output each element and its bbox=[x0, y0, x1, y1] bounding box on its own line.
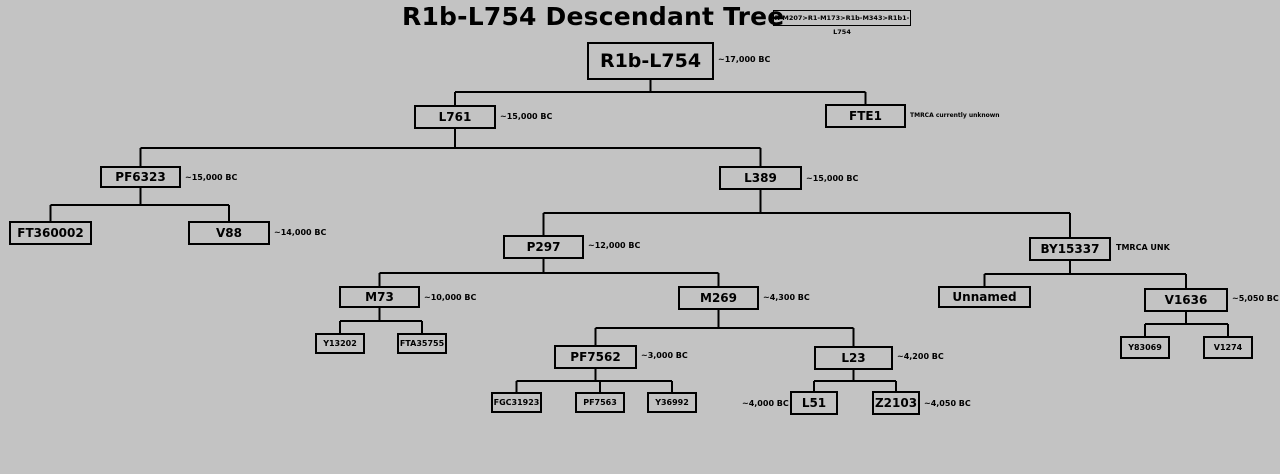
node-p297: P297 bbox=[503, 235, 584, 259]
date-note-l761: ~15,000 BC bbox=[500, 112, 553, 121]
date-note-v88: ~14,000 BC bbox=[274, 228, 327, 237]
date-note-r1b-l754: ~17,000 BC bbox=[718, 55, 771, 64]
node-unnamed: Unnamed bbox=[938, 286, 1031, 308]
date-note-p297: ~12,000 BC bbox=[588, 241, 641, 250]
date-note-fte1: TMRCA currently unknown bbox=[910, 112, 1000, 119]
node-z2103: Z2103 bbox=[872, 391, 920, 415]
node-v1636: V1636 bbox=[1144, 288, 1228, 312]
date-note-pf6323: ~15,000 BC bbox=[185, 173, 238, 182]
node-y83069: Y83069 bbox=[1120, 336, 1170, 359]
node-m269: M269 bbox=[678, 286, 759, 310]
node-r1b-l754: R1b-L754 bbox=[587, 42, 714, 80]
date-note-l23: ~4,200 BC bbox=[897, 352, 944, 361]
node-fte1: FTE1 bbox=[825, 104, 906, 128]
date-note-by15337: TMRCA UNK bbox=[1116, 243, 1170, 252]
node-y36992: Y36992 bbox=[647, 392, 697, 413]
date-note-m73: ~10,000 BC bbox=[424, 293, 477, 302]
page-title: R1b-L754 Descendant Tree bbox=[402, 2, 785, 31]
node-fta35755: FTA35755 bbox=[397, 333, 447, 354]
lineage-box: R-M207>R1-M173>R1b-M343>R1b1-L754 bbox=[773, 10, 911, 36]
node-y13202: Y13202 bbox=[315, 333, 365, 354]
date-note-v1636: ~5,050 BC bbox=[1232, 294, 1279, 303]
node-m73: M73 bbox=[339, 286, 420, 308]
node-v88: V88 bbox=[188, 221, 270, 245]
date-note-l51: ~4,000 BC bbox=[742, 399, 789, 408]
date-note-z2103: ~4,050 BC bbox=[924, 399, 971, 408]
node-l389: L389 bbox=[719, 166, 802, 190]
node-pf7562: PF7562 bbox=[554, 345, 637, 369]
node-pf6323: PF6323 bbox=[100, 166, 181, 188]
node-v1274: V1274 bbox=[1203, 336, 1253, 359]
node-l51: L51 bbox=[790, 391, 838, 415]
date-note-pf7562: ~3,000 BC bbox=[641, 351, 688, 360]
date-note-l389: ~15,000 BC bbox=[806, 174, 859, 183]
date-note-m269: ~4,300 BC bbox=[763, 293, 810, 302]
node-fgc31923: FGC31923 bbox=[491, 392, 542, 413]
node-l23: L23 bbox=[814, 346, 893, 370]
node-l761: L761 bbox=[414, 105, 496, 129]
node-by15337: BY15337 bbox=[1029, 237, 1111, 261]
node-ft360002: FT360002 bbox=[9, 221, 92, 245]
node-pf7563: PF7563 bbox=[575, 392, 625, 413]
